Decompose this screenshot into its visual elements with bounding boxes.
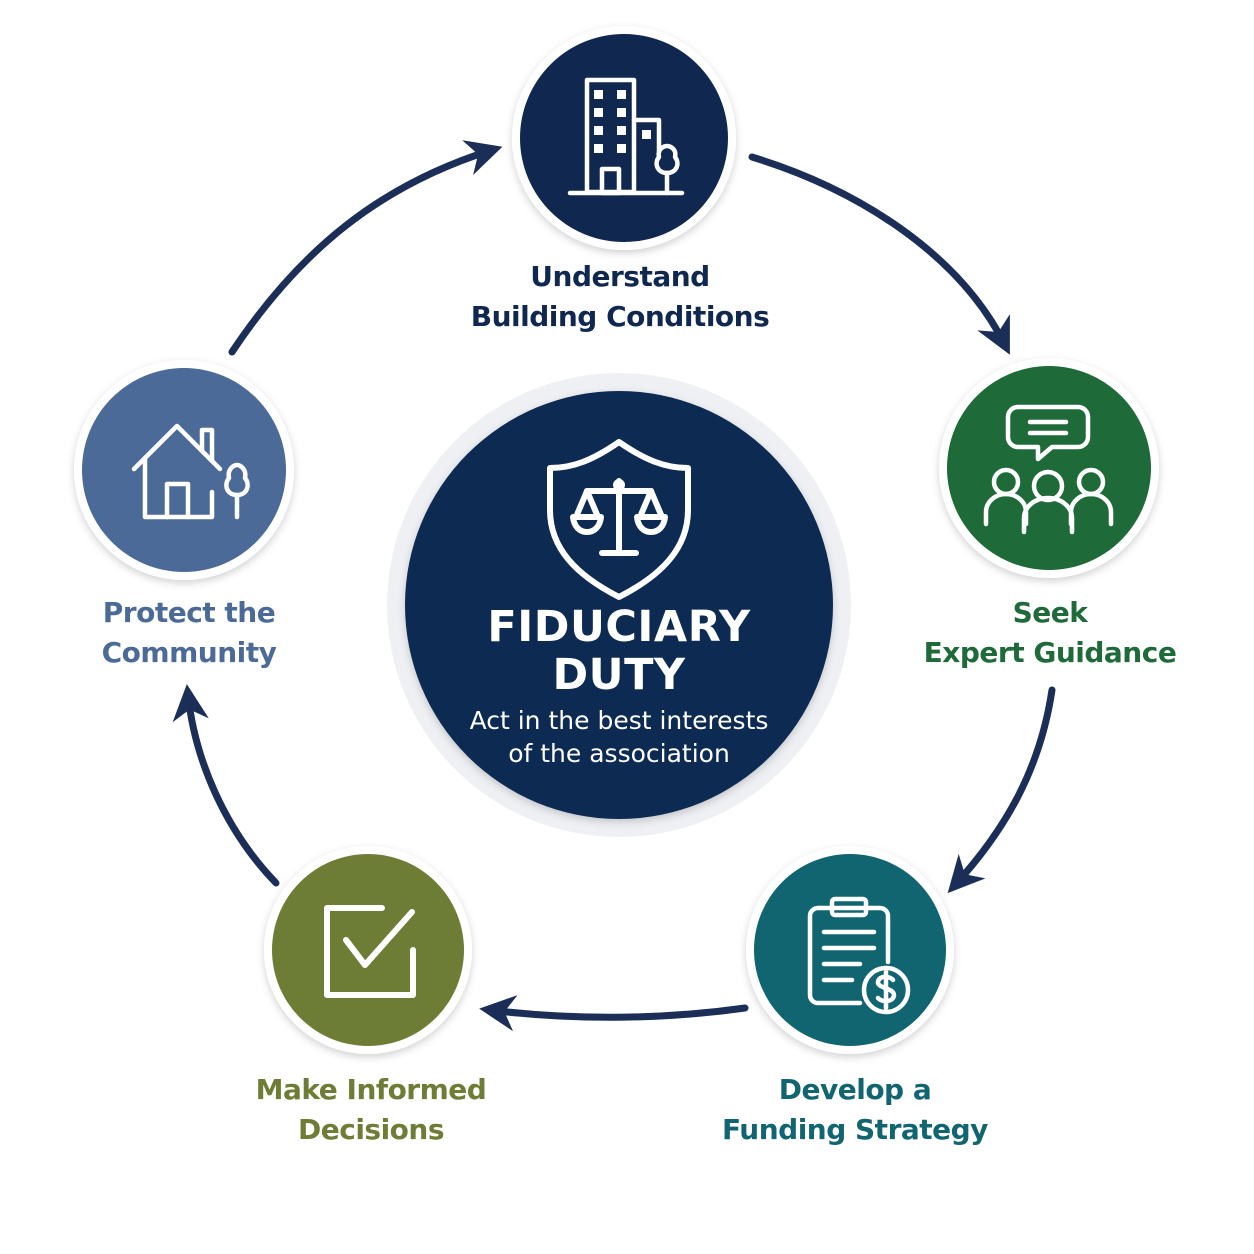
label-develop: Develop a Funding Strategy — [700, 1070, 1010, 1150]
cycle-arrows — [172, 140, 1056, 1032]
label-decide-line1: Make Informed — [255, 1073, 487, 1106]
label-protect: Protect the Community — [59, 593, 319, 673]
building-tree-icon — [567, 77, 685, 196]
label-decide: Make Informed Decisions — [226, 1070, 516, 1150]
label-seek: Seek Expert Guidance — [900, 593, 1200, 673]
label-understand: Understand Building Conditions — [440, 257, 800, 337]
label-understand-line1: Understand — [530, 260, 710, 293]
label-develop-line1: Develop a — [778, 1073, 932, 1106]
arrow-decide-to-protect — [172, 684, 280, 887]
center-title-line1: FIDUCIARY — [487, 602, 751, 652]
node-understand — [512, 26, 736, 250]
node-seek — [939, 358, 1159, 578]
center-circle — [387, 373, 851, 837]
center-subtitle-line1: Act in the best interests — [469, 706, 769, 735]
label-seek-line2: Expert Guidance — [923, 636, 1177, 669]
people-speech-bubble-icon — [983, 404, 1114, 535]
center-subtitle: Act in the best interests of the associa… — [454, 704, 784, 770]
label-protect-line2: Community — [101, 636, 277, 669]
center-title-line2: DUTY — [552, 650, 686, 700]
arrow-develop-to-decide — [479, 995, 749, 1032]
node-decide — [264, 846, 472, 1054]
arrow-understand-to-seek — [748, 153, 1010, 355]
arrow-seek-to-develop — [947, 686, 1056, 894]
arrow-protect-to-understand — [228, 140, 503, 356]
node-protect — [74, 360, 294, 580]
center-title: FIDUCIARY DUTY — [469, 603, 769, 699]
house-tree-icon — [131, 423, 250, 520]
clipboard-dollar-icon — [807, 896, 911, 1015]
label-decide-line2: Decisions — [297, 1113, 445, 1146]
label-protect-line1: Protect the — [102, 596, 276, 629]
node-develop — [746, 846, 954, 1054]
label-seek-line1: Seek — [1012, 596, 1088, 629]
label-understand-line2: Building Conditions — [470, 300, 770, 333]
label-develop-line2: Funding Strategy — [722, 1113, 988, 1146]
checkbox-icon — [324, 905, 416, 998]
center-subtitle-line2: of the association — [508, 739, 730, 768]
shield-scales-icon — [547, 439, 691, 600]
